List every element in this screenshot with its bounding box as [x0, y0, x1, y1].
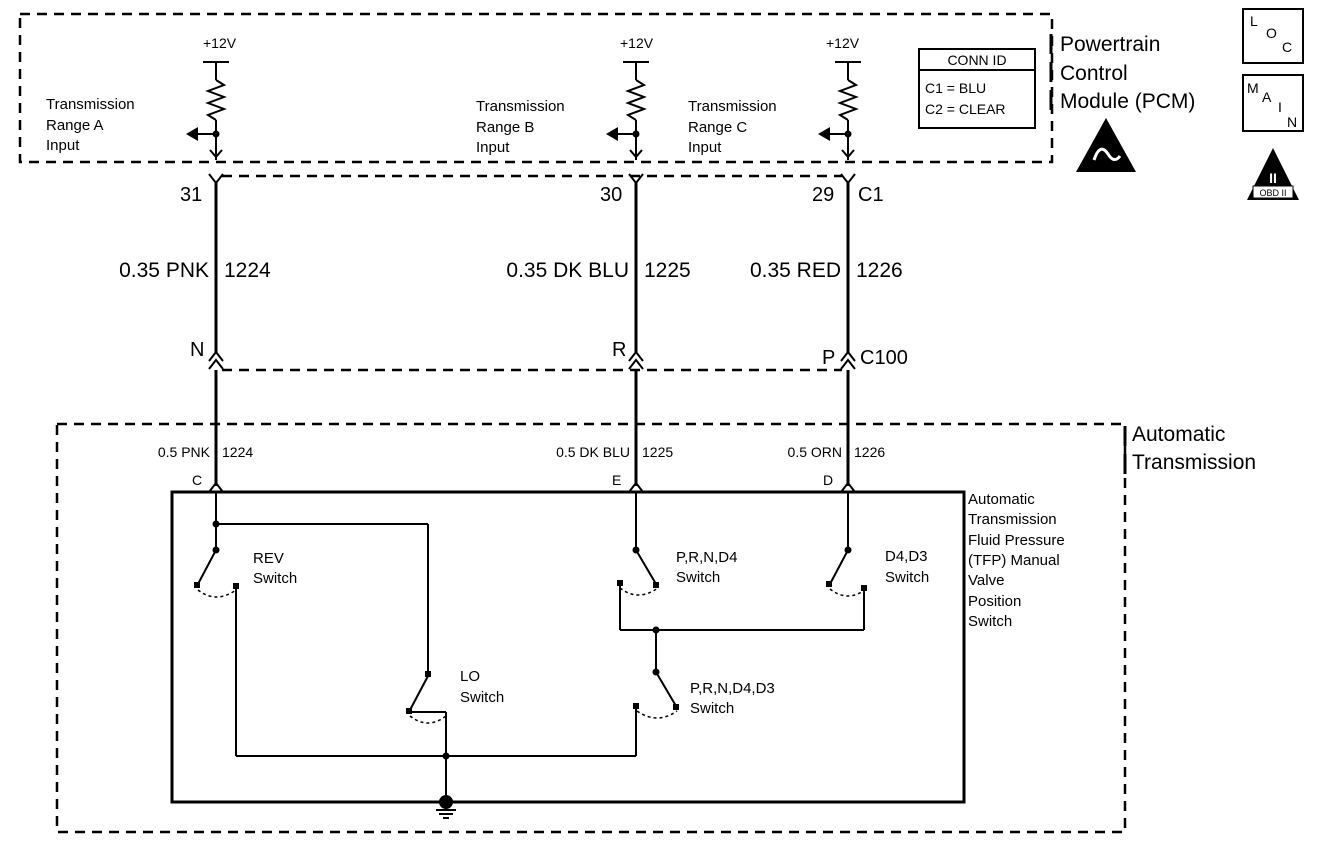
transmission-terminals	[208, 481, 856, 493]
lo-switch-line-1: LO	[460, 668, 480, 685]
prnd4d3-switch-line-2: Switch	[690, 700, 734, 717]
transmission-title: Automatic Transmission	[1123, 423, 1256, 474]
pcm-pin-31: 31	[180, 184, 202, 206]
input-c-line-1: Transmission	[688, 98, 777, 115]
main-icon: M A I N	[1242, 74, 1304, 132]
pcm-enclosure	[18, 12, 1054, 164]
trans-pin-d: D	[823, 472, 833, 488]
rev-switch-line-1: REV	[253, 550, 284, 567]
input-a-line-3: Input	[46, 137, 80, 154]
tfp-title-line-4: (TFP) Manual	[968, 552, 1060, 569]
pcm-connector-label: C1	[858, 184, 884, 206]
input-b-line-3: Input	[476, 139, 510, 156]
tfp-title-line-7: Switch	[968, 613, 1012, 630]
wire-c-upper-circuit: 1226	[856, 259, 903, 282]
rev-switch: REV Switch	[194, 546, 297, 598]
input-c-line-3: Input	[688, 139, 722, 156]
conn-id-row-1: C1 = BLU	[925, 80, 986, 96]
wire-a-upper-color: 0.35 PNK	[119, 259, 209, 282]
supply-label-b: +12V	[620, 35, 654, 51]
input-b-line-2: Range B	[476, 119, 534, 136]
pcm-input-a: +12V Transmission Range A Input	[46, 35, 237, 160]
pcm-input-c: +12V Transmission Range C Input	[688, 35, 861, 160]
tfp-title-line-1: Automatic	[968, 491, 1035, 508]
tfp-title-line-6: Position	[968, 593, 1021, 610]
supply-label-a: +12V	[203, 35, 237, 51]
c100-terminals	[208, 350, 856, 370]
wire-c-lower-color: 0.5 ORN	[788, 444, 842, 460]
tfp-switch-box	[170, 490, 966, 804]
main-letter-n: N	[1287, 114, 1297, 130]
pcm-title-line-1: Powertrain	[1060, 33, 1160, 56]
wire-b-upper-color: 0.35 DK BLU	[506, 259, 629, 282]
pcm-input-b: +12V Transmission Range B Input	[476, 35, 654, 160]
d4d3-switch: D4,D3 Switch	[826, 546, 929, 597]
loc-letter-l: L	[1250, 13, 1258, 29]
internal-wiring	[212, 492, 865, 819]
lo-switch: LO Switch	[406, 668, 504, 724]
pcm-pin-30: 30	[600, 184, 622, 206]
prnd4-switch-line-1: P,R,N,D4	[676, 549, 737, 566]
tfp-title: Automatic Transmission Fluid Pressure (T…	[968, 491, 1065, 630]
tfp-title-line-2: Transmission	[968, 511, 1057, 528]
trans-pin-e: E	[612, 472, 621, 488]
pcm-title-line-3: Module (PCM)	[1060, 90, 1195, 113]
tfp-title-line-5: Valve	[968, 572, 1004, 589]
esd-warning-icon	[1076, 118, 1136, 172]
d4d3-switch-line-2: Switch	[885, 569, 929, 586]
obd-text: OBD II	[1259, 188, 1286, 198]
pcm-title-line-2: Control	[1060, 62, 1128, 85]
inline-pin-p: P	[822, 347, 835, 369]
pcm-title: Powertrain Control Module (PCM)	[1049, 33, 1195, 113]
trans-pin-c: C	[192, 472, 202, 488]
prnd4-switch: P,R,N,D4 Switch	[617, 546, 737, 596]
main-letter-a: A	[1262, 89, 1272, 105]
inline-pin-n: N	[190, 339, 204, 361]
input-c-line-2: Range C	[688, 119, 747, 136]
transmission-enclosure	[55, 422, 1127, 834]
wire-b-upper-circuit: 1225	[644, 259, 691, 282]
prnd4d3-switch: P,R,N,D4,D3 Switch	[633, 668, 775, 719]
conn-id-header: CONN ID	[947, 52, 1006, 68]
obd-ii-icon: II OBD II	[1247, 148, 1299, 200]
inline-connector-label: C100	[860, 347, 908, 369]
lo-switch-line-2: Switch	[460, 689, 504, 706]
conn-id-row-2: C2 = CLEAR	[925, 101, 1006, 117]
wire-b-lower-color: 0.5 DK BLU	[556, 444, 630, 460]
prnd4-switch-line-2: Switch	[676, 569, 720, 586]
wire-c-upper-color: 0.35 RED	[750, 259, 841, 282]
wire-a-lower-color: 0.5 PNK	[158, 444, 211, 460]
tfp-title-line-3: Fluid Pressure	[968, 532, 1065, 549]
loc-icon: L O C	[1242, 8, 1304, 64]
d4d3-switch-line-1: D4,D3	[885, 548, 928, 565]
wire-c-lower-circuit: 1226	[854, 444, 885, 460]
transmission-title-line-2: Transmission	[1132, 451, 1256, 474]
supply-label-c: +12V	[826, 35, 860, 51]
wire-a-upper-circuit: 1224	[224, 259, 271, 282]
prnd4d3-switch-line-1: P,R,N,D4,D3	[690, 680, 775, 697]
obd-roman: II	[1269, 170, 1277, 186]
transmission-title-line-1: Automatic	[1132, 423, 1225, 446]
pcm-pin-29: 29	[812, 184, 834, 206]
input-a-line-1: Transmission	[46, 96, 135, 113]
harness-wires	[214, 183, 850, 486]
wire-b-lower-circuit: 1225	[642, 444, 673, 460]
input-b-line-1: Transmission	[476, 98, 565, 115]
main-letter-m: M	[1247, 80, 1259, 96]
inline-pin-r: R	[612, 339, 626, 361]
rev-switch-line-2: Switch	[253, 570, 297, 587]
conn-id-box: CONN ID C1 = BLU C2 = CLEAR	[918, 48, 1036, 129]
wire-a-lower-circuit: 1224	[222, 444, 253, 460]
main-letter-i: I	[1278, 99, 1282, 115]
input-a-line-2: Range A	[46, 117, 104, 134]
loc-letter-o: O	[1266, 25, 1277, 41]
loc-letter-c: C	[1282, 39, 1292, 55]
